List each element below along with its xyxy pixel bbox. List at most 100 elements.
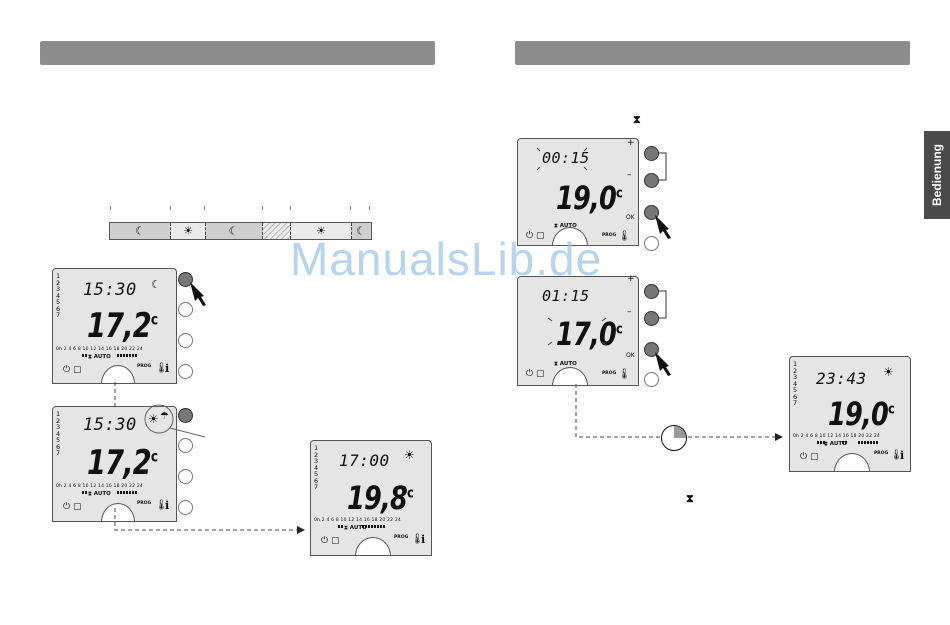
side-tab[interactable]: Bedienung: [924, 131, 950, 219]
clock-time: 17:00: [339, 451, 390, 470]
strip-tick: [170, 206, 171, 210]
temperature-value: 19,0c: [556, 179, 623, 217]
program-bars: [117, 342, 138, 357]
bottom-icons: ⏻ ▢: [321, 536, 340, 546]
info-icon: i: [900, 449, 905, 462]
day-schedule-strip: ☾ ☀ ☾ ☀ ☾: [109, 222, 372, 240]
weekday-list: 1234567: [314, 444, 319, 491]
mode-indicators: ⧗ AUTO: [554, 361, 577, 367]
strip-tick: [290, 206, 291, 210]
moon-icon: ☾: [356, 224, 366, 238]
button-2[interactable]: [178, 438, 193, 453]
program-bars: [362, 513, 386, 528]
moon-icon: ☾: [228, 224, 239, 238]
strip-segment-day: ☀: [290, 223, 352, 239]
program-bars: [858, 429, 879, 444]
temperature-value: 17,2c: [87, 306, 158, 346]
sun-icon: ☀: [404, 448, 415, 462]
program-bars: [338, 513, 344, 528]
mode-indicators: ⧗ AUTO: [824, 441, 847, 447]
program-bars: [117, 479, 138, 494]
thermostat-display-5: 01:15 17,0c ⧗ AUTO PROG ⏻ ▢ 🌡: [517, 276, 639, 386]
weekday-list: 1234567: [56, 410, 61, 457]
prog-label: PROG: [137, 501, 152, 506]
hour-scale: 0h 2 4 6 8 10 12 14 16 18 20 22 24: [56, 484, 143, 489]
countdown-time: 01:15: [542, 287, 590, 305]
mode-indicators: ⧗ AUTO: [88, 491, 111, 497]
weekday-list: 1234567: [793, 360, 798, 407]
ok-label: OK: [626, 352, 635, 359]
clock-time: 15:30: [83, 280, 137, 300]
mode-indicators: ⧗ AUTO: [554, 223, 577, 229]
program-bars: [842, 429, 848, 444]
sun-icon: ☀: [183, 224, 193, 238]
clock-icon: [661, 425, 687, 451]
thermometer-icon: 🌡: [155, 363, 168, 374]
hour-scale: 0h 2 4 6 8 10 12 14 16 18 20 22 24: [314, 518, 401, 523]
strip-tick: [369, 206, 370, 210]
minus-label: –: [627, 170, 632, 180]
hour-scale: 0h 2 4 6 8 10 12 14 16 18 20 22 24: [56, 347, 143, 352]
ok-button[interactable]: [644, 342, 659, 357]
temperature-value: 17,2c: [87, 443, 158, 483]
weekday-list: 1234567: [56, 272, 61, 319]
bottom-icons: ⏻ ▢: [800, 452, 819, 462]
hourglass-icon: ⧗: [633, 113, 641, 126]
strip-tick: [110, 206, 111, 210]
prog-label: PROG: [137, 364, 152, 369]
eye-icon: ☂: [160, 411, 169, 422]
prog-label: PROG: [874, 451, 889, 456]
extra-button[interactable]: [644, 236, 659, 251]
info-icon: i: [421, 533, 426, 546]
sun-icon: ☀: [148, 412, 159, 426]
mode-indicators: ⧗ AUTO: [344, 525, 367, 531]
plus-label: +: [627, 138, 635, 148]
ok-button[interactable]: [644, 205, 659, 220]
left-section-header: [40, 41, 435, 65]
button-1[interactable]: [178, 272, 193, 287]
countdown-time: 00:15: [542, 149, 590, 167]
clock-time: 15:30: [83, 415, 137, 435]
thermostat-display-4: 00:15 19,0c ⧗ AUTO PROG ⏻ ▢ 🌡: [517, 138, 639, 246]
sun-icon: ☀: [883, 365, 894, 379]
strip-segment-night: ☾: [110, 223, 170, 239]
ok-label: OK: [626, 214, 635, 221]
thermometer-icon: 🌡: [618, 369, 631, 380]
prog-label: PROG: [602, 371, 617, 376]
strip-segment-day: ☀: [170, 223, 206, 239]
bottom-icons: ⏻ ▢: [526, 369, 545, 379]
info-icon: i: [165, 499, 170, 512]
strip-segment-night: ☾: [351, 223, 371, 239]
info-icon: i: [165, 362, 170, 375]
button-3[interactable]: [178, 469, 193, 484]
button-1[interactable]: [178, 408, 193, 423]
button-2[interactable]: [178, 302, 193, 317]
watermark: ManualsLib.de: [290, 233, 603, 285]
program-bars: [82, 479, 88, 494]
thermometer-icon: 🌡: [411, 534, 424, 545]
temperature-value: 17,0c: [556, 315, 623, 353]
button-4[interactable]: [178, 364, 193, 379]
plus-label: +: [627, 274, 635, 284]
extra-button[interactable]: [644, 372, 659, 387]
thermometer-icon: 🌡: [618, 231, 631, 242]
strip-tick: [350, 206, 351, 210]
prog-label: PROG: [602, 233, 617, 238]
moon-icon: ☾: [151, 278, 161, 291]
thermostat-display-3: 1234567 17:00 ☀ 19,8c 0h 2 4 6 8 10 12 1…: [310, 440, 432, 556]
button-4[interactable]: [178, 500, 193, 515]
prog-label: PROG: [394, 535, 409, 540]
strip-segment-night: ☾: [205, 223, 262, 239]
hourglass-icon: ⧗: [686, 492, 694, 505]
button-3[interactable]: [178, 333, 193, 348]
bottom-icons: ⏻ ▢: [63, 502, 82, 512]
program-bars: [82, 342, 88, 357]
program-bars: [817, 429, 826, 444]
strip-tick: [204, 206, 205, 210]
hour-scale: 0h 2 4 6 8 10 12 14 16 18 20 22 24: [793, 434, 880, 439]
thermometer-icon: 🌡: [890, 450, 903, 461]
thermostat-display-1: 1234567 15:30 ☾ 17,2c 0h 2 4 6 8 10 12 1…: [52, 268, 177, 384]
minus-label: –: [627, 307, 632, 317]
moon-icon: ☾: [135, 224, 145, 238]
temperature-value: 19,8c: [347, 479, 414, 517]
